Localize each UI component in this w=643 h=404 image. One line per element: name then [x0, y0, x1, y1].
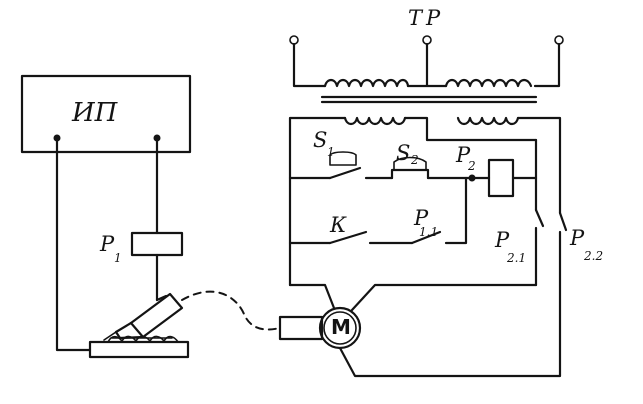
wire-feed-hose — [181, 290, 281, 331]
primary-winding-right — [444, 78, 533, 88]
torch-cable-top — [155, 294, 168, 302]
contact-p22-label: P — [570, 226, 585, 250]
switch-s1-label-sub: 1 — [327, 145, 335, 159]
contact-p11-label: P — [414, 206, 429, 230]
motor-lead-right — [350, 283, 538, 312]
switch-s2-label: S — [396, 141, 411, 165]
feed-housing — [278, 315, 324, 341]
switch-s1-blade — [328, 166, 362, 180]
contact-p21-blade — [534, 208, 545, 228]
switch-s1-button — [329, 151, 357, 166]
motor-circle-inner — [323, 311, 357, 345]
relay-p1-label: P — [100, 232, 115, 256]
primary-left-lead — [292, 42, 327, 88]
primary-right-lead — [533, 42, 561, 88]
contact-p21-label-sub: 2.1 — [507, 251, 527, 265]
secondary-tap — [403, 116, 538, 142]
p11-right-wire — [444, 176, 468, 245]
p22-lower-lead — [338, 230, 562, 378]
motor-label: M — [331, 315, 351, 339]
torch-body — [129, 292, 184, 339]
relay-p2-label-sub: 2 — [468, 159, 476, 173]
torch-wire — [103, 331, 117, 341]
relay-p1-label-sub: 1 — [114, 251, 122, 265]
workpiece-plate — [88, 340, 190, 359]
torch-tip — [114, 321, 145, 340]
secondary-right-lead — [516, 116, 562, 215]
relay-p2-coil — [487, 158, 515, 198]
contact-p11-label-sub: 1.1 — [419, 225, 439, 239]
power-source-label: ИП — [72, 98, 118, 128]
contact-k-label: К — [330, 213, 347, 237]
contact-k-blade — [328, 230, 368, 245]
tr-terminal-right — [554, 35, 564, 45]
tr-terminal-left — [289, 35, 299, 45]
switch-s1-label: S — [313, 128, 328, 152]
power-source-box — [20, 74, 192, 154]
motor-lead-left — [288, 283, 336, 310]
switch-s2-button — [390, 168, 430, 180]
primary-mid-lead — [406, 42, 448, 88]
transformer-label: ТР — [408, 6, 445, 30]
tr-terminal-mid — [422, 35, 432, 45]
contact-p22-label-sub: 2.2 — [584, 249, 604, 263]
secondary-left-lead — [288, 116, 347, 287]
relay-p1-coil — [130, 231, 184, 257]
switch-s2-label-sub: 2 — [411, 153, 419, 167]
workpiece-lead — [55, 136, 92, 352]
primary-winding-left — [323, 78, 410, 88]
secondary-winding-left — [343, 116, 407, 126]
contact-p22-blade — [558, 211, 568, 232]
switch-s2-cap — [393, 156, 427, 171]
contact-p11-blade — [410, 230, 442, 245]
secondary-winding-right — [456, 116, 520, 126]
relay-p2-label: P — [456, 143, 471, 167]
contact-p21-label: P — [495, 228, 510, 252]
